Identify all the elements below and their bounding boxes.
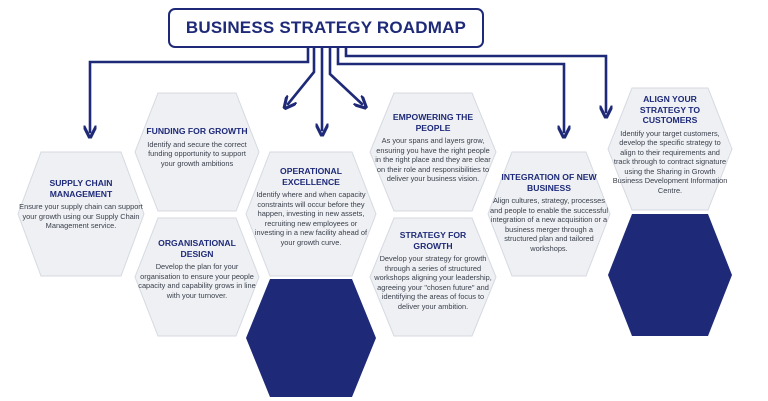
hex-funding-shape [134,92,260,212]
arrow-to-align [344,46,606,112]
arrow-to-funding [288,46,316,104]
roadmap-title: BUSINESS STRATEGY ROADMAP [185,18,467,37]
hex-title: FUNDING FOR GROWTH [146,126,248,136]
hex-title: INTEGRATION OF NEW BUSINESS [501,172,597,193]
hex-empowering-shape [369,92,497,212]
arrow-to-integration [336,46,564,132]
hex-body: Identify and secure the correct funding … [147,139,247,168]
connector-arrows [90,46,606,132]
hex-strategy: STRATEGY FOR GROWTH Develop your strateg… [372,230,494,312]
hex-title: OPERATIONAL EXCELLENCE [280,166,342,187]
hex-organisational-shape [134,217,260,337]
hex-supply-chain: SUPPLY CHAIN MANAGEMENT Ensure your supp… [14,178,148,231]
roadmap-title-box: BUSINESS STRATEGY ROADMAP [168,8,484,48]
hex-dark-right [608,214,732,336]
hex-funding: FUNDING FOR GROWTH Identify and secure t… [140,126,254,168]
hex-body: Align cultures, strategy, processes and … [490,196,608,253]
hex-title: ALIGN YOUR STRATEGY TO CUSTOMERS [639,94,701,125]
hex-title: ORGANISATIONAL DESIGN [158,238,236,259]
hex-operational-shape [245,151,377,277]
hex-body: Develop your strategy for growth through… [374,254,492,311]
hex-title: SUPPLY CHAIN MANAGEMENT [49,178,113,199]
arrow-to-supply-chain [90,46,310,132]
hex-supply-chain-shape [17,151,145,277]
hex-title: STRATEGY FOR GROWTH [399,230,467,251]
hex-body: As your spans and layers grow, ensuring … [375,136,491,184]
hex-operational: OPERATIONAL EXCELLENCE Identify where an… [250,166,372,248]
hex-strategy-shape [369,217,497,337]
hex-body: Ensure your supply chain can support you… [19,202,143,231]
hex-dark-center [246,279,376,397]
hexagon-grid [17,87,733,397]
hex-body: Develop the plan for your organisation t… [138,262,256,300]
hex-empowering: EMPOWERING THE PEOPLE As your spans and … [374,112,492,184]
hex-align: ALIGN YOUR STRATEGY TO CUSTOMERS Identif… [612,94,728,196]
hex-title: EMPOWERING THE PEOPLE [392,112,474,133]
hex-integration: INTEGRATION OF NEW BUSINESS Align cultur… [490,172,608,254]
hex-integration-shape [487,151,611,277]
arrow-to-empowering [328,46,362,104]
hex-body: Identify where and when capacity constra… [254,190,368,247]
hex-organisational: ORGANISATIONAL DESIGN Develop the plan f… [138,238,256,300]
hex-body: Identify your target customers, develop … [612,128,728,196]
hex-align-shape [607,87,733,211]
